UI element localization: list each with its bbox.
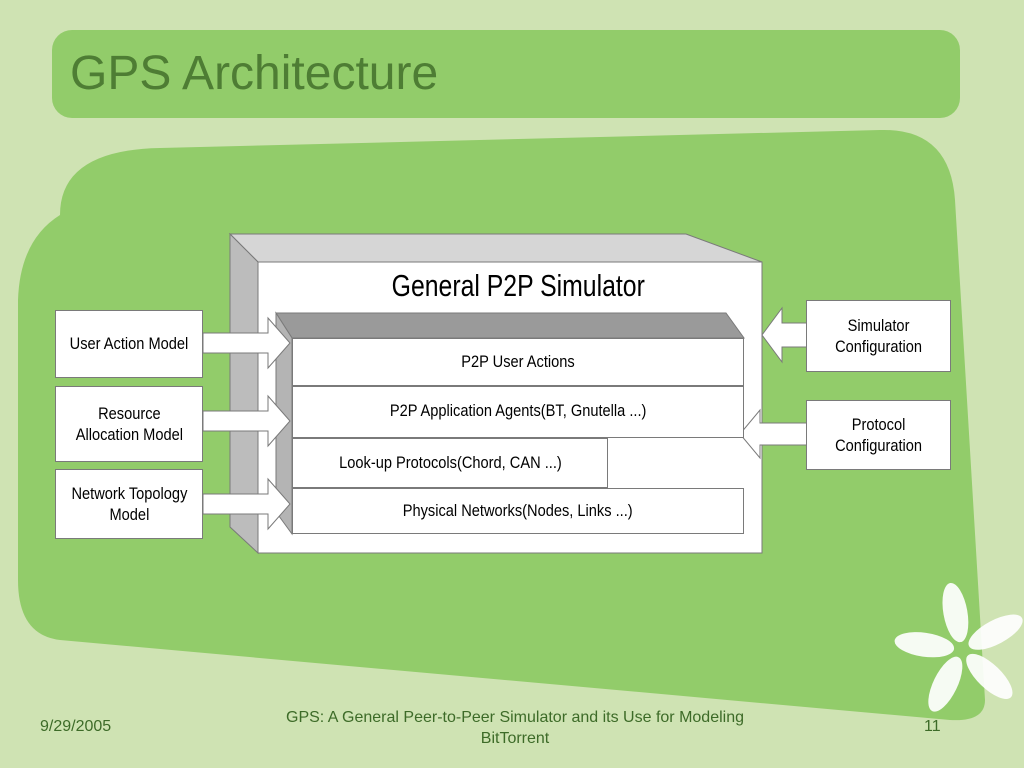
layer-application-agents: P2P Application Agents(BT, Gnutella ...) [292,386,744,438]
slide-title: GPS Architecture [70,47,439,100]
simulator-title: General P2P Simulator [391,268,645,303]
arrow-right-2 [739,408,809,460]
layer-stack-top [275,312,745,339]
protocol-configuration-box: Protocol Configuration [806,400,951,470]
simulator-box-top [228,233,763,263]
simulator-configuration-box: Simulator Configuration [806,300,951,372]
layer-user-actions: P2P User Actions [292,338,744,386]
arrow-left-2 [202,394,291,448]
arrow-right-1 [761,306,809,364]
arrow-left-1 [202,316,291,370]
resource-allocation-model-box: Resource Allocation Model [55,386,203,462]
user-action-model-box: User Action Model [55,310,203,378]
layer-lookup-protocols: Look-up Protocols(Chord, CAN ...) [292,438,608,488]
footer-page-number: 11 [924,718,941,735]
layer-physical-networks: Physical Networks(Nodes, Links ...) [292,488,744,534]
footer-date: 9/29/2005 [40,718,112,735]
footer-title: GPS: A General Peer-to-Peer Simulator an… [286,709,744,747]
title-bar [52,30,960,118]
network-topology-model-box: Network Topology Model [55,469,203,539]
flower-decoration [894,582,1023,712]
arrow-left-3 [202,477,291,531]
